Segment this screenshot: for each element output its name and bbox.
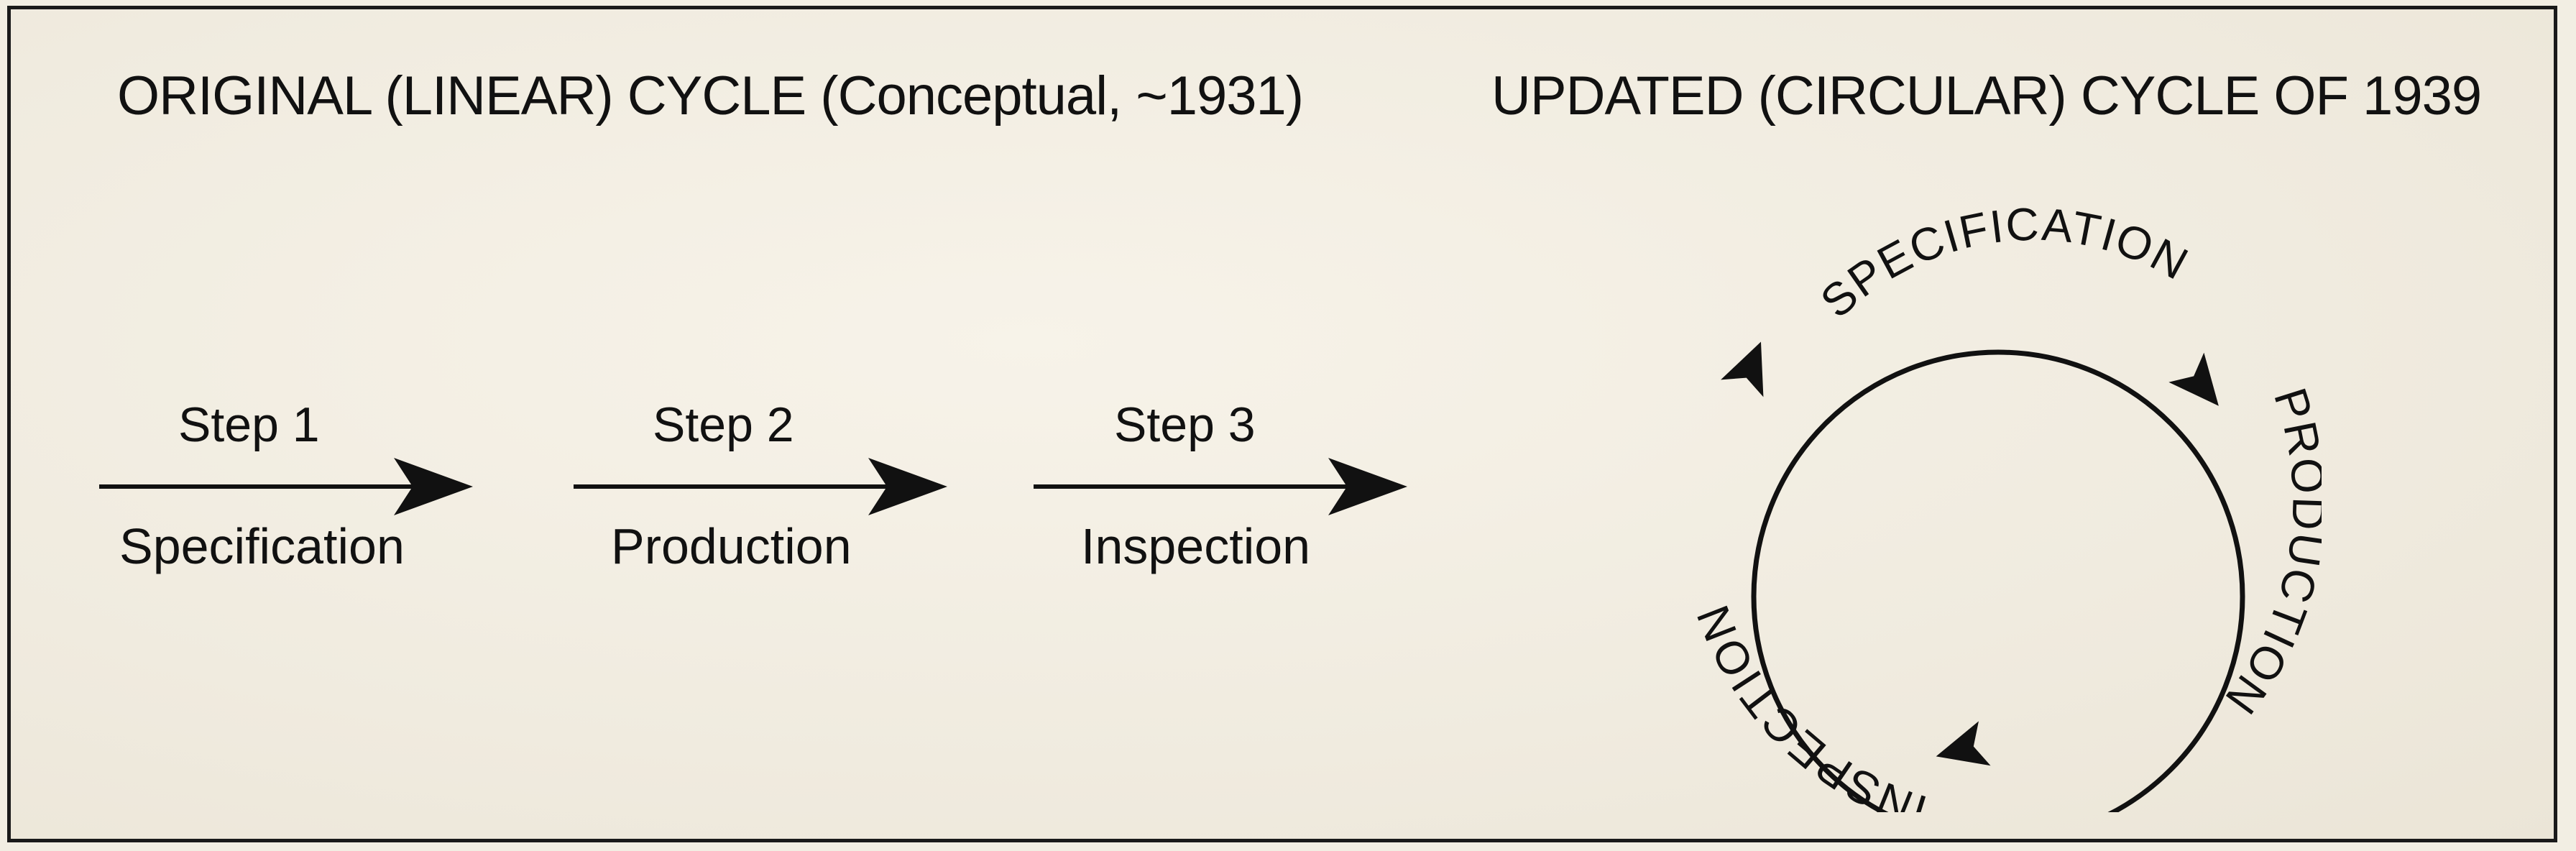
step-3-name: Inspection	[1081, 518, 1311, 574]
arrow-to-specification-icon	[1721, 341, 1764, 397]
step-2-name: Production	[611, 518, 852, 574]
step-1-arrow-icon	[99, 458, 473, 515]
linear-step-1: Step 1 Specification	[99, 388, 502, 604]
cycle-label-inspection: INSPECTION	[1686, 597, 1933, 812]
step-3-arrow-icon	[1034, 458, 1407, 515]
diagram-frame	[7, 6, 2557, 842]
arrow-to-production-icon	[2168, 352, 2219, 406]
linear-step-3: Step 3 Inspection	[1034, 388, 1436, 604]
linear-cycle-title: ORIGINAL (LINEAR) CYCLE (Conceptual, ~19…	[117, 65, 1304, 126]
linear-step-2: Step 2 Production	[574, 388, 976, 604]
step-2-arrow-icon	[574, 458, 947, 515]
circular-cycle-title: UPDATED (CIRCULAR) CYCLE OF 1939	[1491, 65, 2482, 126]
step-2-label: Step 2	[653, 397, 794, 452]
step-1-name: Specification	[119, 518, 405, 574]
step-3-label: Step 3	[1114, 397, 1256, 452]
cycle-label-production: PRODUCTION	[2214, 382, 2322, 724]
cycle-circle	[1751, 349, 2245, 812]
step-1-label: Step 1	[178, 397, 320, 452]
arrow-to-inspection-icon	[1936, 721, 1991, 766]
cycle-label-specification: SPECIFICATION	[1811, 198, 2197, 327]
circular-cycle-diagram: SPECIFICATION PRODUCTION INSPECTION	[1686, 198, 2322, 812]
